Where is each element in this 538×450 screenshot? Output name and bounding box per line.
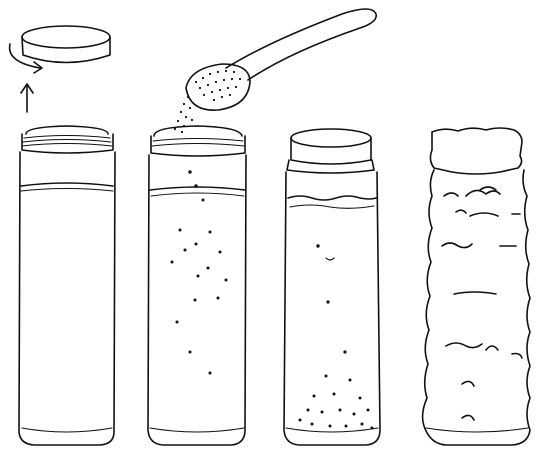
jar-3-seeds-settled — [284, 129, 380, 445]
wrinkle-marks — [426, 187, 528, 432]
wavy-cap — [430, 128, 522, 174]
suspended-seeds — [171, 170, 228, 374]
jar-2-seeds-added — [148, 9, 376, 445]
wavy-body — [423, 170, 530, 445]
up-arrow-icon — [21, 84, 33, 112]
jar-1-lid-removed — [10, 26, 115, 445]
spoon-icon — [186, 9, 376, 110]
jar-mouth — [154, 126, 242, 136]
jar-body — [148, 155, 246, 445]
floating-seeds — [316, 244, 346, 353]
spoon-seeds — [195, 70, 241, 101]
jar-4-wrinkled — [423, 128, 530, 445]
jar-body — [284, 172, 380, 445]
lid-icon — [22, 26, 110, 63]
jar-body — [19, 152, 115, 445]
water-surface — [150, 187, 245, 190]
sediment-seeds — [299, 375, 374, 430]
water-surface — [21, 183, 113, 186]
jar-neck-threads — [22, 126, 113, 153]
water-surface — [288, 196, 376, 200]
lid-icon — [291, 129, 371, 164]
